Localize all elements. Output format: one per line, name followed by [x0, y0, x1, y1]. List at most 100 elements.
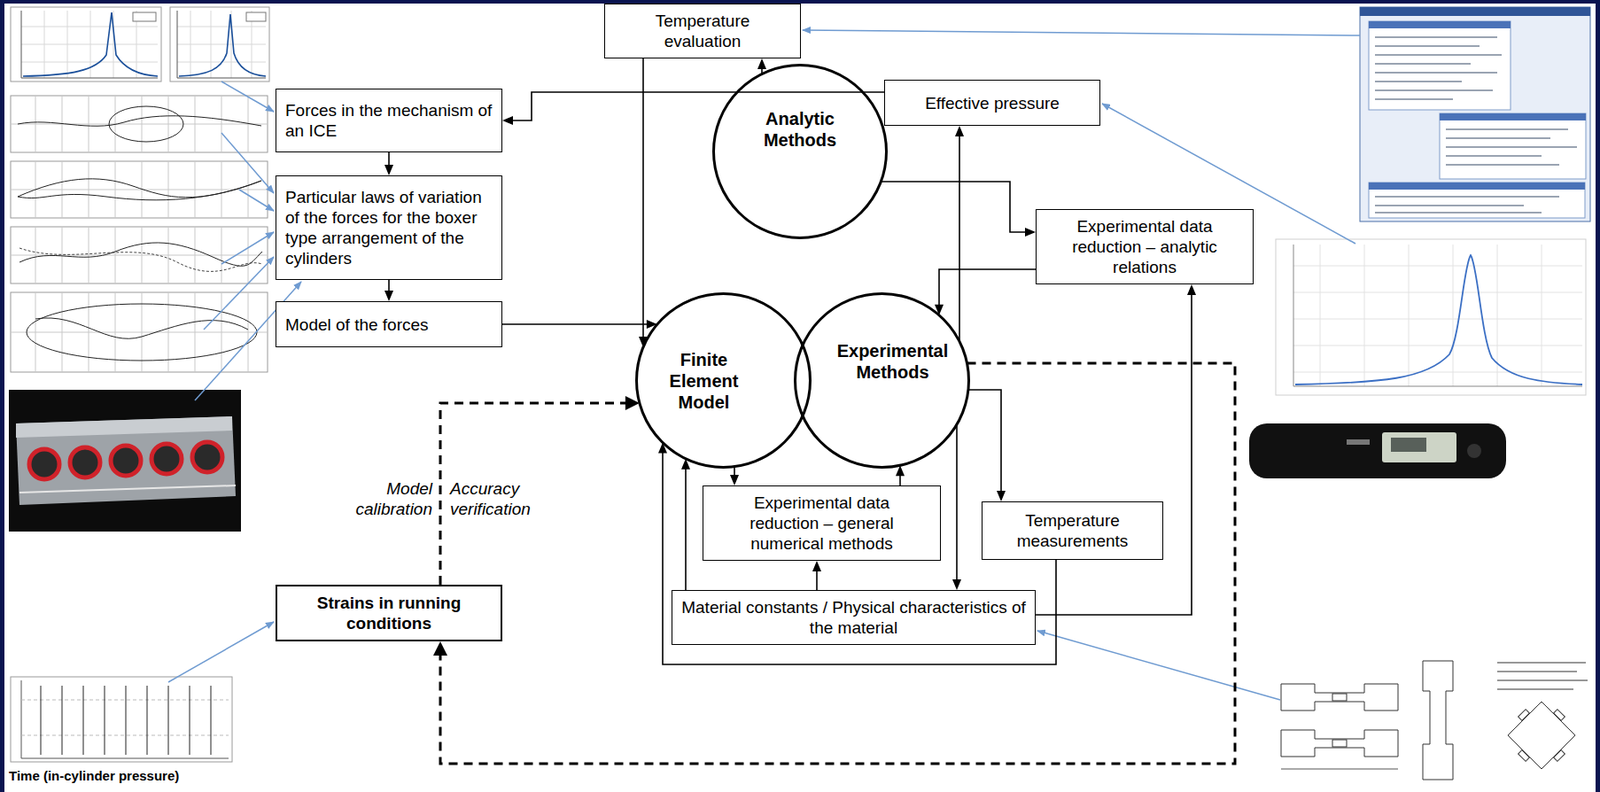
circle-title: Analytic Methods — [746, 108, 854, 151]
dialog-header — [1368, 21, 1511, 29]
connector-line — [388, 279, 390, 293]
arrowhead — [996, 490, 1006, 502]
connector — [952, 424, 962, 591]
strain-gauge — [1332, 739, 1347, 747]
engine-block — [15, 416, 236, 505]
pressure-chart-thumbnail — [10, 7, 162, 82]
box-text: Temperature measurements — [993, 510, 1153, 552]
connector-line — [440, 363, 1235, 764]
arrowhead — [955, 125, 964, 137]
pressure-chart-thumbnail — [170, 7, 270, 82]
method-circle: Experimental Methods — [793, 292, 971, 469]
resistor-symbol — [1518, 750, 1531, 762]
dialog-panel — [1439, 113, 1586, 179]
pressure-plot — [1275, 239, 1586, 396]
connector — [955, 125, 964, 342]
circle-shape — [712, 63, 888, 240]
force-law-chart — [10, 161, 268, 218]
software-screenshot — [1359, 7, 1591, 222]
arrowhead — [812, 560, 822, 572]
leader-lines — [168, 30, 1360, 700]
window-frame — [1359, 7, 1591, 222]
photo-ground — [8, 389, 241, 532]
connector — [968, 389, 1006, 502]
plot-curve — [1295, 255, 1583, 385]
chart-axis — [177, 10, 266, 78]
chart-frame — [10, 95, 268, 153]
circle-outline — [636, 294, 811, 468]
chart-frame — [10, 292, 268, 373]
connector — [681, 458, 691, 591]
connector — [812, 560, 822, 591]
title-bar — [1359, 7, 1591, 16]
chart-grid — [10, 95, 268, 153]
plot-grid — [1293, 244, 1583, 387]
text-lines — [1445, 129, 1577, 165]
specimen-outline — [1281, 683, 1399, 711]
test-specimens — [1281, 660, 1588, 780]
connector-line — [968, 389, 1002, 493]
arrowhead — [1025, 227, 1036, 237]
chart-grid — [177, 10, 266, 78]
box-text: Temperature evaluation — [627, 10, 778, 52]
strain-recording-thumbnail — [10, 676, 233, 762]
loop-label: Accuracy verification — [450, 478, 575, 520]
strain-gauge — [1332, 693, 1347, 701]
resistor-symbol — [1518, 709, 1531, 722]
caption-note: Time (in-cylinder pressure) — [8, 767, 293, 785]
leader-line — [1037, 630, 1281, 700]
specimen-outline — [1422, 660, 1453, 780]
arrowhead — [730, 474, 739, 486]
specimen-outline — [1281, 730, 1399, 757]
connector-line — [440, 403, 628, 585]
box-text: Material constants / Physical characteri… — [681, 597, 1026, 638]
connector — [730, 466, 739, 486]
box-text: Effective pressure — [893, 93, 1091, 114]
connector-line — [880, 181, 1027, 233]
box-text: Experimental data reduction – general nu… — [726, 492, 917, 554]
chart-curve — [26, 303, 257, 361]
method-circle: Finite Element Model — [635, 292, 812, 469]
process-box: Experimental data reduction – general nu… — [702, 485, 941, 561]
circle-title: Finite Element Model — [660, 349, 749, 413]
temperature-logger — [1249, 423, 1507, 479]
arrowhead — [384, 164, 394, 176]
logger-logo — [1346, 439, 1370, 445]
dashed-connector — [433, 363, 1235, 764]
chart-axis — [21, 10, 158, 78]
connector — [895, 465, 905, 486]
box-text: Model of the forces — [285, 314, 493, 335]
formula-lines — [1497, 662, 1588, 690]
chart-grid — [10, 226, 268, 284]
leader-line — [802, 30, 1360, 36]
process-box: Temperature evaluation — [604, 3, 801, 59]
dialog-header — [1368, 182, 1585, 190]
process-box: Temperature measurements — [981, 501, 1164, 560]
connector-line — [955, 424, 958, 582]
chart-axis — [21, 680, 229, 759]
process-box: Model of the forces — [275, 301, 503, 348]
connector — [1035, 284, 1197, 615]
plot-axis — [1293, 244, 1583, 387]
connector-line — [502, 323, 649, 326]
dimension-line — [1281, 768, 1399, 770]
connector-line — [642, 58, 645, 339]
method-circle: Analytic Methods — [712, 63, 888, 240]
chart-curve — [23, 12, 158, 77]
leader-line — [221, 232, 274, 265]
connector — [384, 152, 394, 176]
connector-line — [958, 134, 961, 342]
connector-line — [388, 152, 390, 167]
process-box: Material constants / Physical characteri… — [671, 590, 1036, 645]
chart-frame — [10, 7, 162, 82]
chart-frame — [170, 7, 270, 82]
arrowhead — [384, 290, 394, 302]
arrowhead — [433, 641, 448, 656]
circle-outline — [795, 294, 970, 468]
circle-outline — [714, 65, 887, 239]
chart-curve — [17, 116, 262, 127]
leader-line — [221, 81, 274, 112]
connector-line — [684, 467, 687, 591]
engine-edge — [19, 485, 236, 493]
